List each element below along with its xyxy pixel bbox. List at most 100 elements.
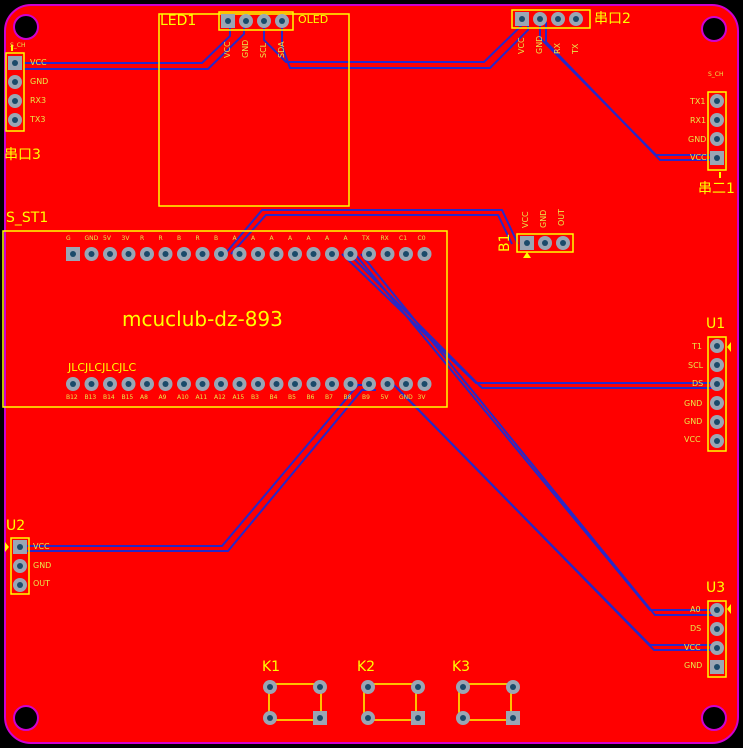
mcu-bottom-pin-label: B5	[288, 394, 296, 401]
led1-pin-label: SCL	[259, 42, 268, 58]
top-header-pin-label: GND	[535, 35, 544, 54]
mcu-bottom-pin-label: A10	[177, 394, 189, 401]
pad-hole	[714, 362, 720, 368]
pad-hole	[261, 18, 267, 24]
k2-designator: K2	[357, 659, 376, 675]
pad-hole	[524, 240, 530, 246]
pad-hole	[560, 240, 566, 246]
left-header-tag: S_CH	[10, 42, 26, 49]
pad-hole	[125, 381, 132, 387]
mcu-bottom-pin-label: B7	[325, 394, 333, 401]
pin1-marker	[727, 604, 731, 614]
pad-hole	[415, 715, 421, 721]
pad-hole	[292, 251, 298, 257]
pads	[8, 12, 724, 725]
mcu-bottom-pin-label: B13	[84, 394, 97, 401]
mcu-top-pin-label: G	[66, 235, 71, 242]
pad-hole	[366, 381, 372, 387]
b1-pin-label: OUT	[557, 208, 566, 226]
mcu-top-pin-label: C0	[417, 235, 426, 242]
trace	[545, 22, 716, 161]
pad-hole	[70, 251, 76, 257]
pad-hole	[107, 381, 113, 387]
mcu-top-pin-label: A	[343, 235, 348, 242]
board-title: mcuclub-dz-893	[122, 307, 283, 331]
pin1-marker	[523, 252, 531, 258]
u2-pin-label: OUT	[33, 579, 51, 588]
right-header-pin-label: VCC	[690, 153, 707, 162]
pad-hole	[273, 251, 280, 257]
led1-designator: LED1	[160, 13, 197, 29]
mcu-top-pin-label: A	[325, 235, 330, 242]
pad-hole	[225, 18, 231, 24]
k3-outline	[458, 683, 512, 721]
pad-hole	[310, 251, 317, 257]
mcu-top-pin-label: TX	[362, 235, 370, 242]
pad-hole	[714, 626, 720, 632]
pad-hole	[144, 251, 150, 257]
u3-pin-label: VCC	[684, 643, 701, 652]
b1-designator: B1	[497, 233, 513, 252]
pad-hole	[267, 715, 273, 721]
pin1-markers	[5, 45, 731, 614]
pad-hole	[421, 251, 428, 257]
mcu-top-pin-label: A	[269, 235, 274, 242]
pad-hole	[714, 117, 720, 123]
left-header-pin-label: GND	[30, 77, 49, 86]
chuankou3-designator: 串口3	[4, 147, 41, 163]
pad-hole	[714, 98, 720, 104]
pad-hole	[714, 607, 720, 613]
pad-hole	[714, 664, 720, 670]
b1-outline	[516, 233, 574, 253]
trace	[24, 22, 245, 70]
k2-outline	[363, 683, 417, 721]
mcu-bottom-pin-label: A12	[214, 394, 226, 401]
pad-hole	[714, 400, 720, 406]
mcu-bottom-pin-label: 3V	[417, 394, 426, 401]
pad-hole	[329, 381, 335, 387]
u1-designator: U1	[706, 316, 726, 332]
pad-hole	[421, 381, 428, 387]
led1-header-outline	[218, 11, 294, 31]
top-header-pin-label: RX	[553, 42, 562, 54]
pad-hole	[12, 60, 18, 66]
traces	[21, 20, 716, 651]
led1-pin-label: GND	[241, 39, 250, 58]
pin1-marker	[11, 45, 13, 51]
b1-pin-label: VCC	[521, 211, 530, 228]
u3-pin-label: DS	[690, 624, 702, 633]
u1-pin-label: DS	[692, 379, 704, 388]
mcu-bottom-pin-label: B12	[66, 394, 78, 401]
pad-hole	[12, 79, 18, 85]
s-st1-outline	[2, 230, 448, 408]
chuankou2-top-designator: 串口2	[594, 11, 631, 27]
mcu-top-pin-label: A	[232, 235, 237, 242]
pad-hole	[714, 155, 720, 161]
chuankou2-right-designator: 串二1	[698, 181, 735, 197]
trace	[396, 387, 716, 651]
trace	[224, 209, 519, 255]
u3-designator: U3	[706, 580, 726, 596]
led1-pin-label: VCC	[223, 41, 232, 58]
pad-hole	[384, 381, 391, 387]
mounting-hole	[13, 705, 39, 731]
pin1-marker	[5, 542, 9, 552]
mcu-bottom-pin-label: A11	[195, 394, 208, 401]
mcu-top-pin-label: B	[177, 235, 182, 242]
led1-outline	[158, 13, 350, 207]
mcu-bottom-pin-label: A15	[232, 394, 245, 401]
pad-hole	[181, 251, 187, 257]
pad-hole	[366, 251, 372, 257]
mcu-top-pin-label: R	[140, 235, 145, 242]
pad-hole	[317, 684, 323, 690]
trace	[230, 214, 513, 255]
pad-hole	[88, 381, 95, 387]
pad-hole	[329, 251, 335, 257]
u1-pin-label: SCL	[688, 361, 704, 370]
jlc-marker: JLCJLCJLCJLC	[68, 361, 137, 374]
mcu-bottom-pin-label: A9	[158, 394, 167, 401]
pad-hole	[17, 582, 23, 588]
pad-hole	[144, 381, 150, 387]
top-header-pin-label: VCC	[517, 37, 526, 54]
